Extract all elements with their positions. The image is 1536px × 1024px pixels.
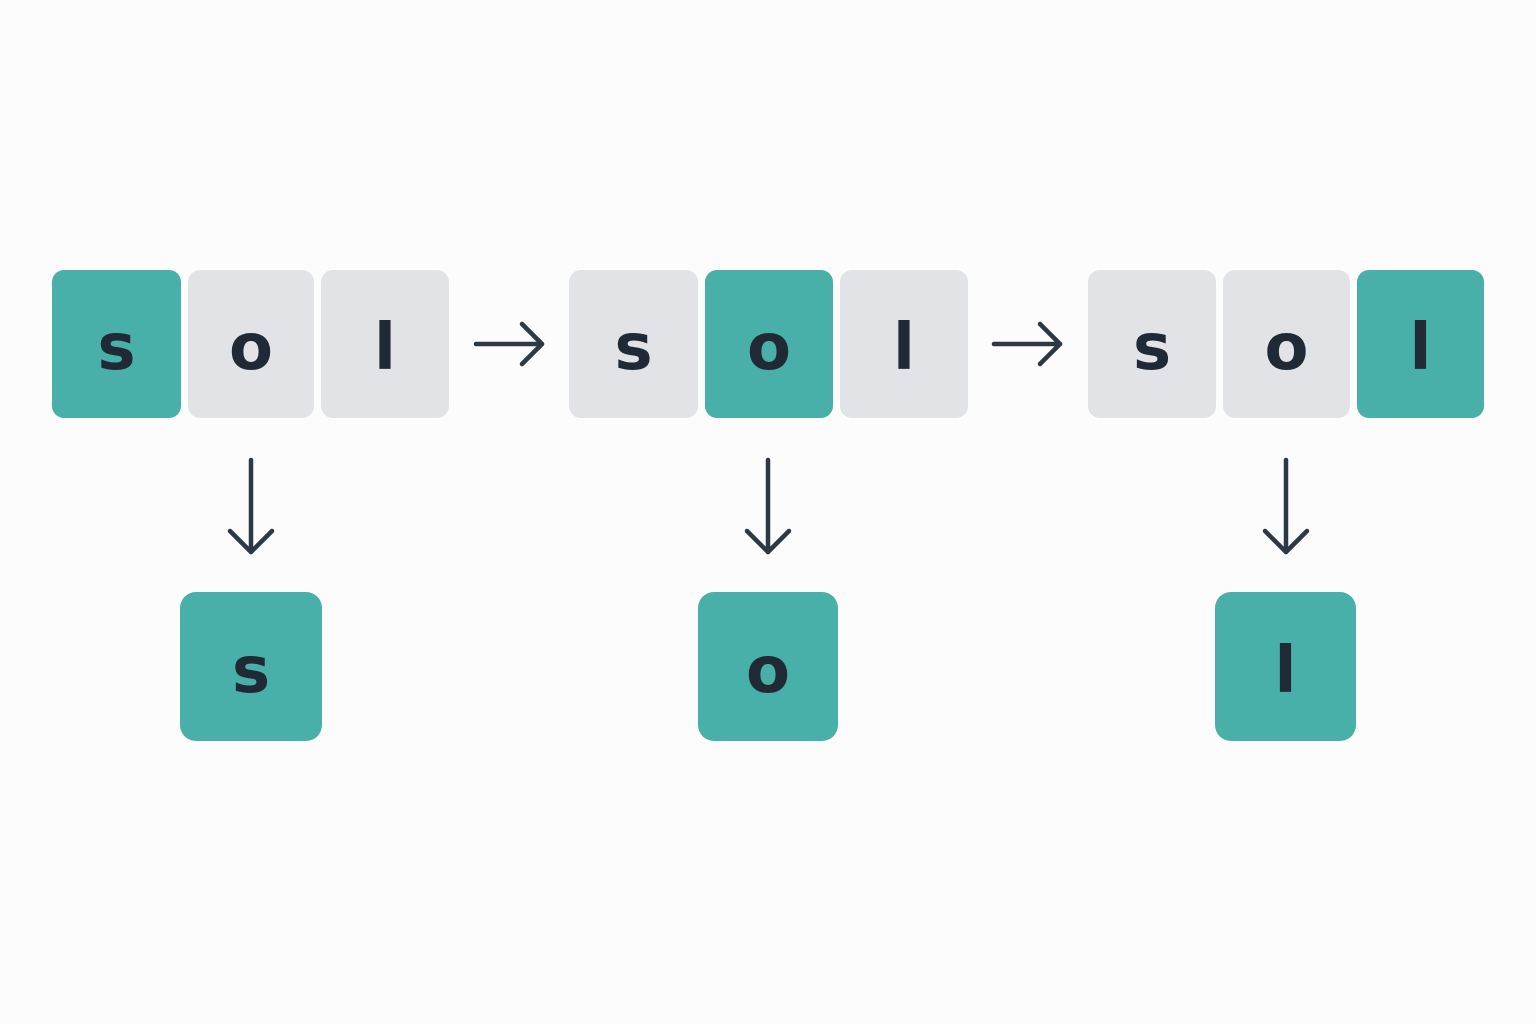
right-arrow-icon [473,321,545,367]
group-1-output-tile: s [180,592,322,741]
group-2-output-tile: o [698,592,838,741]
group-2-tile-1: s [569,270,698,418]
down-arrow-icon [227,457,275,555]
group-1-tile-1: s [52,270,181,418]
group-3-output-tile: l [1215,592,1356,741]
group-2-tile-3: l [840,270,968,418]
group-3-tile-1: s [1088,270,1216,418]
right-arrow-icon [991,321,1063,367]
group-2-tile-2: o [705,270,833,418]
group-3-tile-3: l [1357,270,1484,418]
down-arrow-icon [1262,457,1310,555]
group-1-tile-2: o [188,270,314,418]
down-arrow-icon [744,457,792,555]
group-1-tile-3: l [321,270,449,418]
group-3-tile-2: o [1223,270,1350,418]
